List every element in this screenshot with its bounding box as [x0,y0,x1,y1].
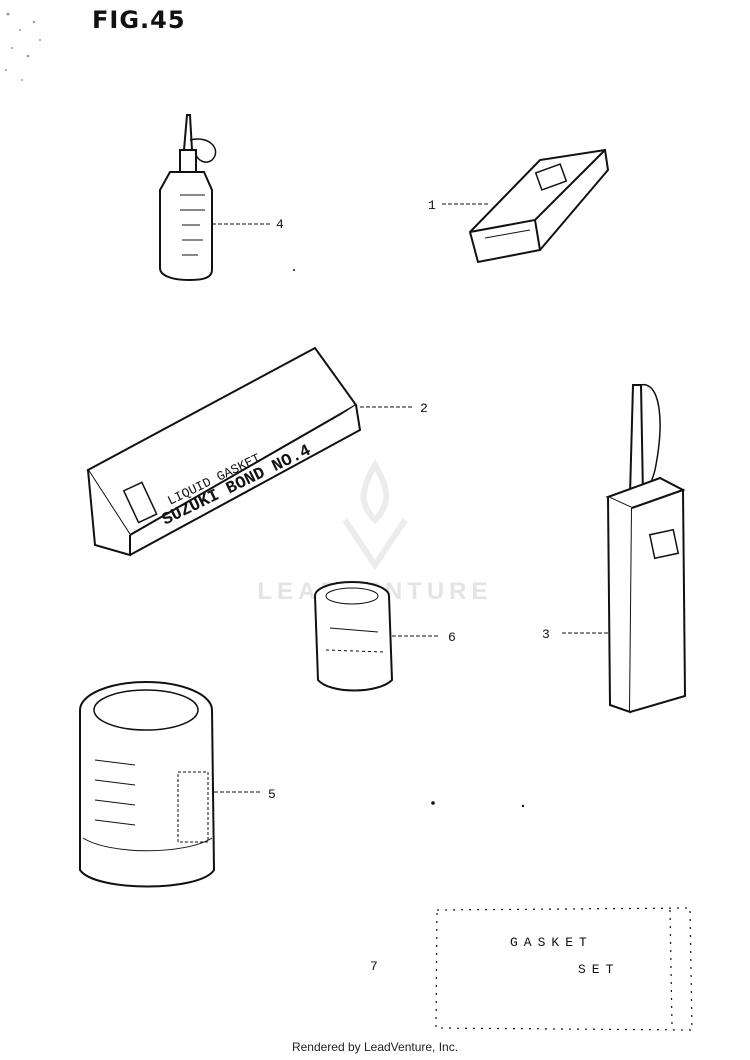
part-7-gasket-set [435,907,693,1031]
stray-marks [293,269,525,808]
part-3-tall-can [605,383,687,714]
callout-6: 6 [448,630,456,645]
figure-title: FIG.45 [92,6,186,34]
part-2-bond-box: LIQUID GASKET SUZUKI BOND NO.4 [86,346,362,557]
part-5-large-can [79,681,216,888]
scan-smudge [5,12,41,81]
gasket-set-label-line2: SET [578,962,620,977]
part-1-box [468,148,610,264]
part-6-small-can [314,581,394,692]
callout-4: 4 [276,217,284,232]
callout-1: 1 [428,198,436,213]
part-4-bottle [159,114,217,282]
callout-5: 5 [268,787,276,802]
gasket-set-label-line1: GASKET [510,935,593,950]
callout-7: 7 [370,959,378,974]
callout-2: 2 [420,401,428,416]
footer-credit: Rendered by LeadVenture, Inc. [291,1040,459,1054]
callout-3: 3 [542,627,550,642]
watermark-logo [342,459,408,571]
